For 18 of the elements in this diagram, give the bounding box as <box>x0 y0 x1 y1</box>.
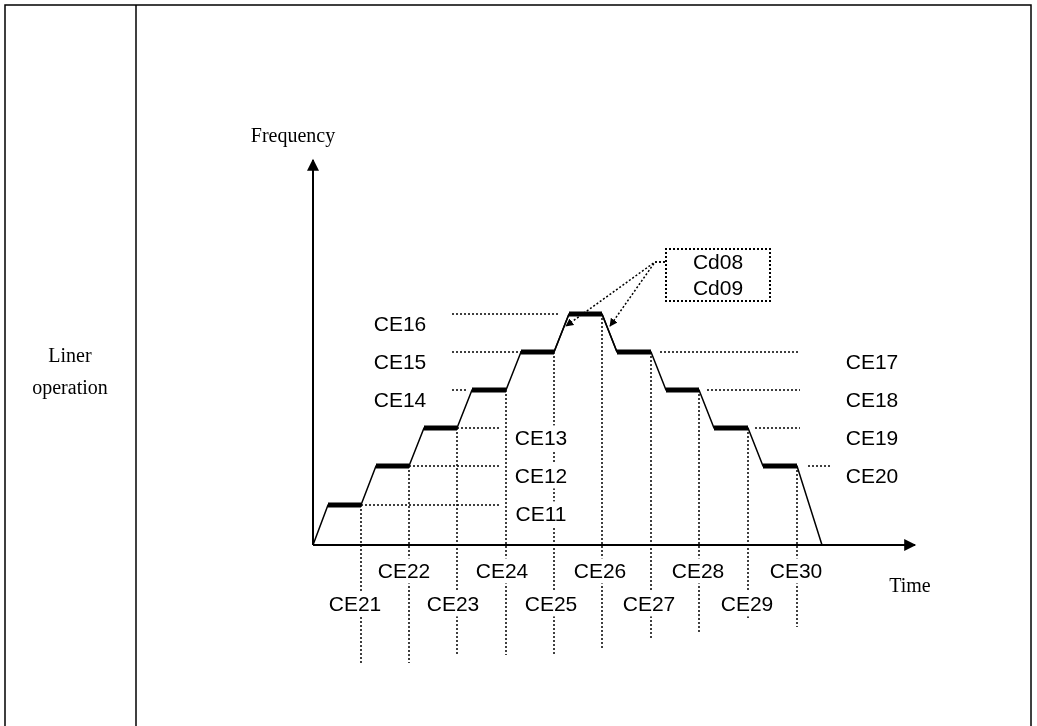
leader-line <box>609 261 666 327</box>
time-label: CE25 <box>523 591 579 617</box>
time-label: CE24 <box>474 558 530 584</box>
step-label: CE11 <box>514 501 568 527</box>
row-label: Liner operation <box>31 343 109 401</box>
ramp-segment <box>553 313 570 353</box>
ramp-segment <box>601 313 618 353</box>
time-label: CE29 <box>719 591 775 617</box>
time-label: CE21 <box>327 591 383 617</box>
time-label: CE27 <box>621 591 677 617</box>
step-label: CE13 <box>513 425 569 451</box>
time-label: CE23 <box>425 591 481 617</box>
step-label: CE12 <box>513 463 569 489</box>
time-label: CE28 <box>670 558 726 584</box>
callout-box: Cd08 Cd09 <box>665 248 771 302</box>
time-label: CE26 <box>572 558 628 584</box>
time-label: CE22 <box>376 558 432 584</box>
time-label: CE30 <box>768 558 824 584</box>
